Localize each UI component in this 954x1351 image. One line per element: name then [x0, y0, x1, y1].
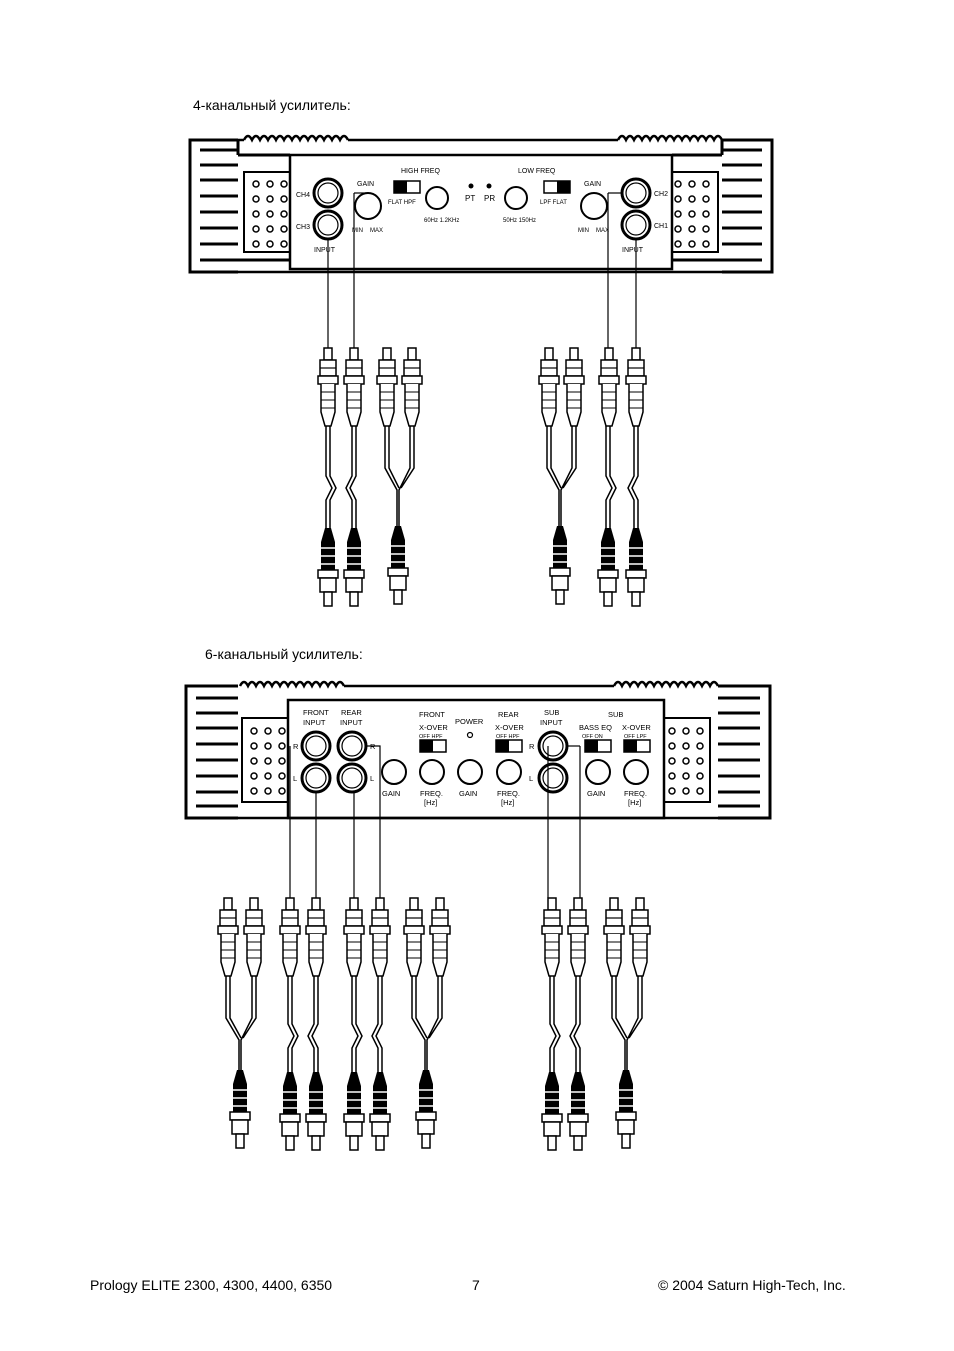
footer-model: Prology ELITE 2300, 4300, 4400, 6350 — [90, 1277, 333, 1293]
label-sub: SUB — [608, 710, 623, 719]
label-power: POWER — [455, 717, 484, 726]
label-freq-sub: FREQ. — [624, 789, 647, 798]
label-front-input-2: INPUT — [303, 718, 326, 727]
amp-6ch: FRONT INPUT REAR INPUT R L R L R L FRONT… — [184, 680, 772, 898]
label-lpf-flat: LPF FLAT — [540, 200, 567, 206]
label-ch3: CH3 — [296, 224, 310, 231]
amp-4ch: CH4 CH3 CH2 CH1 INPUT INPUT GAIN GAIN MI… — [188, 134, 774, 348]
label-sub-xover: X-OVER — [622, 723, 651, 732]
label-pr: PR — [484, 194, 495, 203]
label-ch1: CH1 — [654, 223, 668, 230]
label-front-input-1: FRONT — [303, 708, 329, 717]
label-gain-left: GAIN — [357, 181, 374, 188]
label-freq-front: FREQ. — [420, 789, 443, 798]
label-ch2: CH2 — [654, 191, 668, 198]
label-sub-input-1: SUB — [544, 708, 559, 717]
label-min-right: MIN — [578, 228, 589, 234]
label-hz-sub: [Hz] — [628, 798, 641, 807]
label-rear-off-hpf: OFF HPF — [496, 734, 520, 740]
label-sub-input-2: INPUT — [540, 718, 563, 727]
label-hf-range: 60Hz 1.2KHz — [424, 218, 459, 224]
cables-6ch — [217, 897, 651, 1151]
label-lf-range: 50Hz 150Hz — [503, 218, 536, 224]
label-front-off-hpf: OFF HPF — [419, 734, 443, 740]
label-front-xover-1: FRONT — [419, 710, 445, 719]
caption-six-channel: 6-канальный усилитель: — [205, 646, 363, 662]
label-rear-input-2: INPUT — [340, 718, 363, 727]
caption-four-channel: 4-канальный усилитель: — [193, 97, 351, 113]
label-low-freq: LOW FREQ — [518, 168, 556, 175]
label-sub-off-lpf: OFF LPF — [624, 734, 647, 740]
cables-4ch — [317, 347, 647, 607]
label-r-front: R — [293, 742, 299, 751]
label-hz-front: [Hz] — [424, 798, 437, 807]
label-hz-rear: [Hz] — [501, 798, 514, 807]
label-max-left: MAX — [370, 228, 383, 234]
label-flat-hpf: FLAT HPF — [388, 200, 416, 206]
footer-copyright: © 2004 Saturn High-Tech, Inc. — [658, 1277, 846, 1293]
footer-page-number: 7 — [472, 1277, 480, 1293]
label-input-left: INPUT — [314, 247, 336, 254]
label-gain-rear: GAIN — [459, 789, 477, 798]
label-gain-sub: GAIN — [587, 789, 605, 798]
label-freq-rear: FREQ. — [497, 789, 520, 798]
label-off-on: OFF ON — [582, 734, 603, 740]
label-l-front: L — [293, 774, 297, 783]
label-rear-input-1: REAR — [341, 708, 362, 717]
label-l-sub: L — [529, 774, 533, 783]
label-rear-xover-1: REAR — [498, 710, 519, 719]
label-min-left: MIN — [352, 228, 363, 234]
label-bass-eq: BASS EQ — [579, 723, 612, 732]
label-r-sub: R — [529, 742, 535, 751]
label-gain-front: GAIN — [382, 789, 400, 798]
label-gain-right: GAIN — [584, 181, 601, 188]
label-pt: PT — [465, 194, 475, 203]
label-ch4: CH4 — [296, 192, 310, 199]
label-front-xover-2: X-OVER — [419, 723, 448, 732]
label-high-freq: HIGH FREQ — [401, 168, 440, 175]
label-l-rear: L — [370, 774, 374, 783]
label-rear-xover-2: X-OVER — [495, 723, 524, 732]
label-input-right: INPUT — [622, 247, 644, 254]
label-max-right: MAX — [596, 228, 609, 234]
